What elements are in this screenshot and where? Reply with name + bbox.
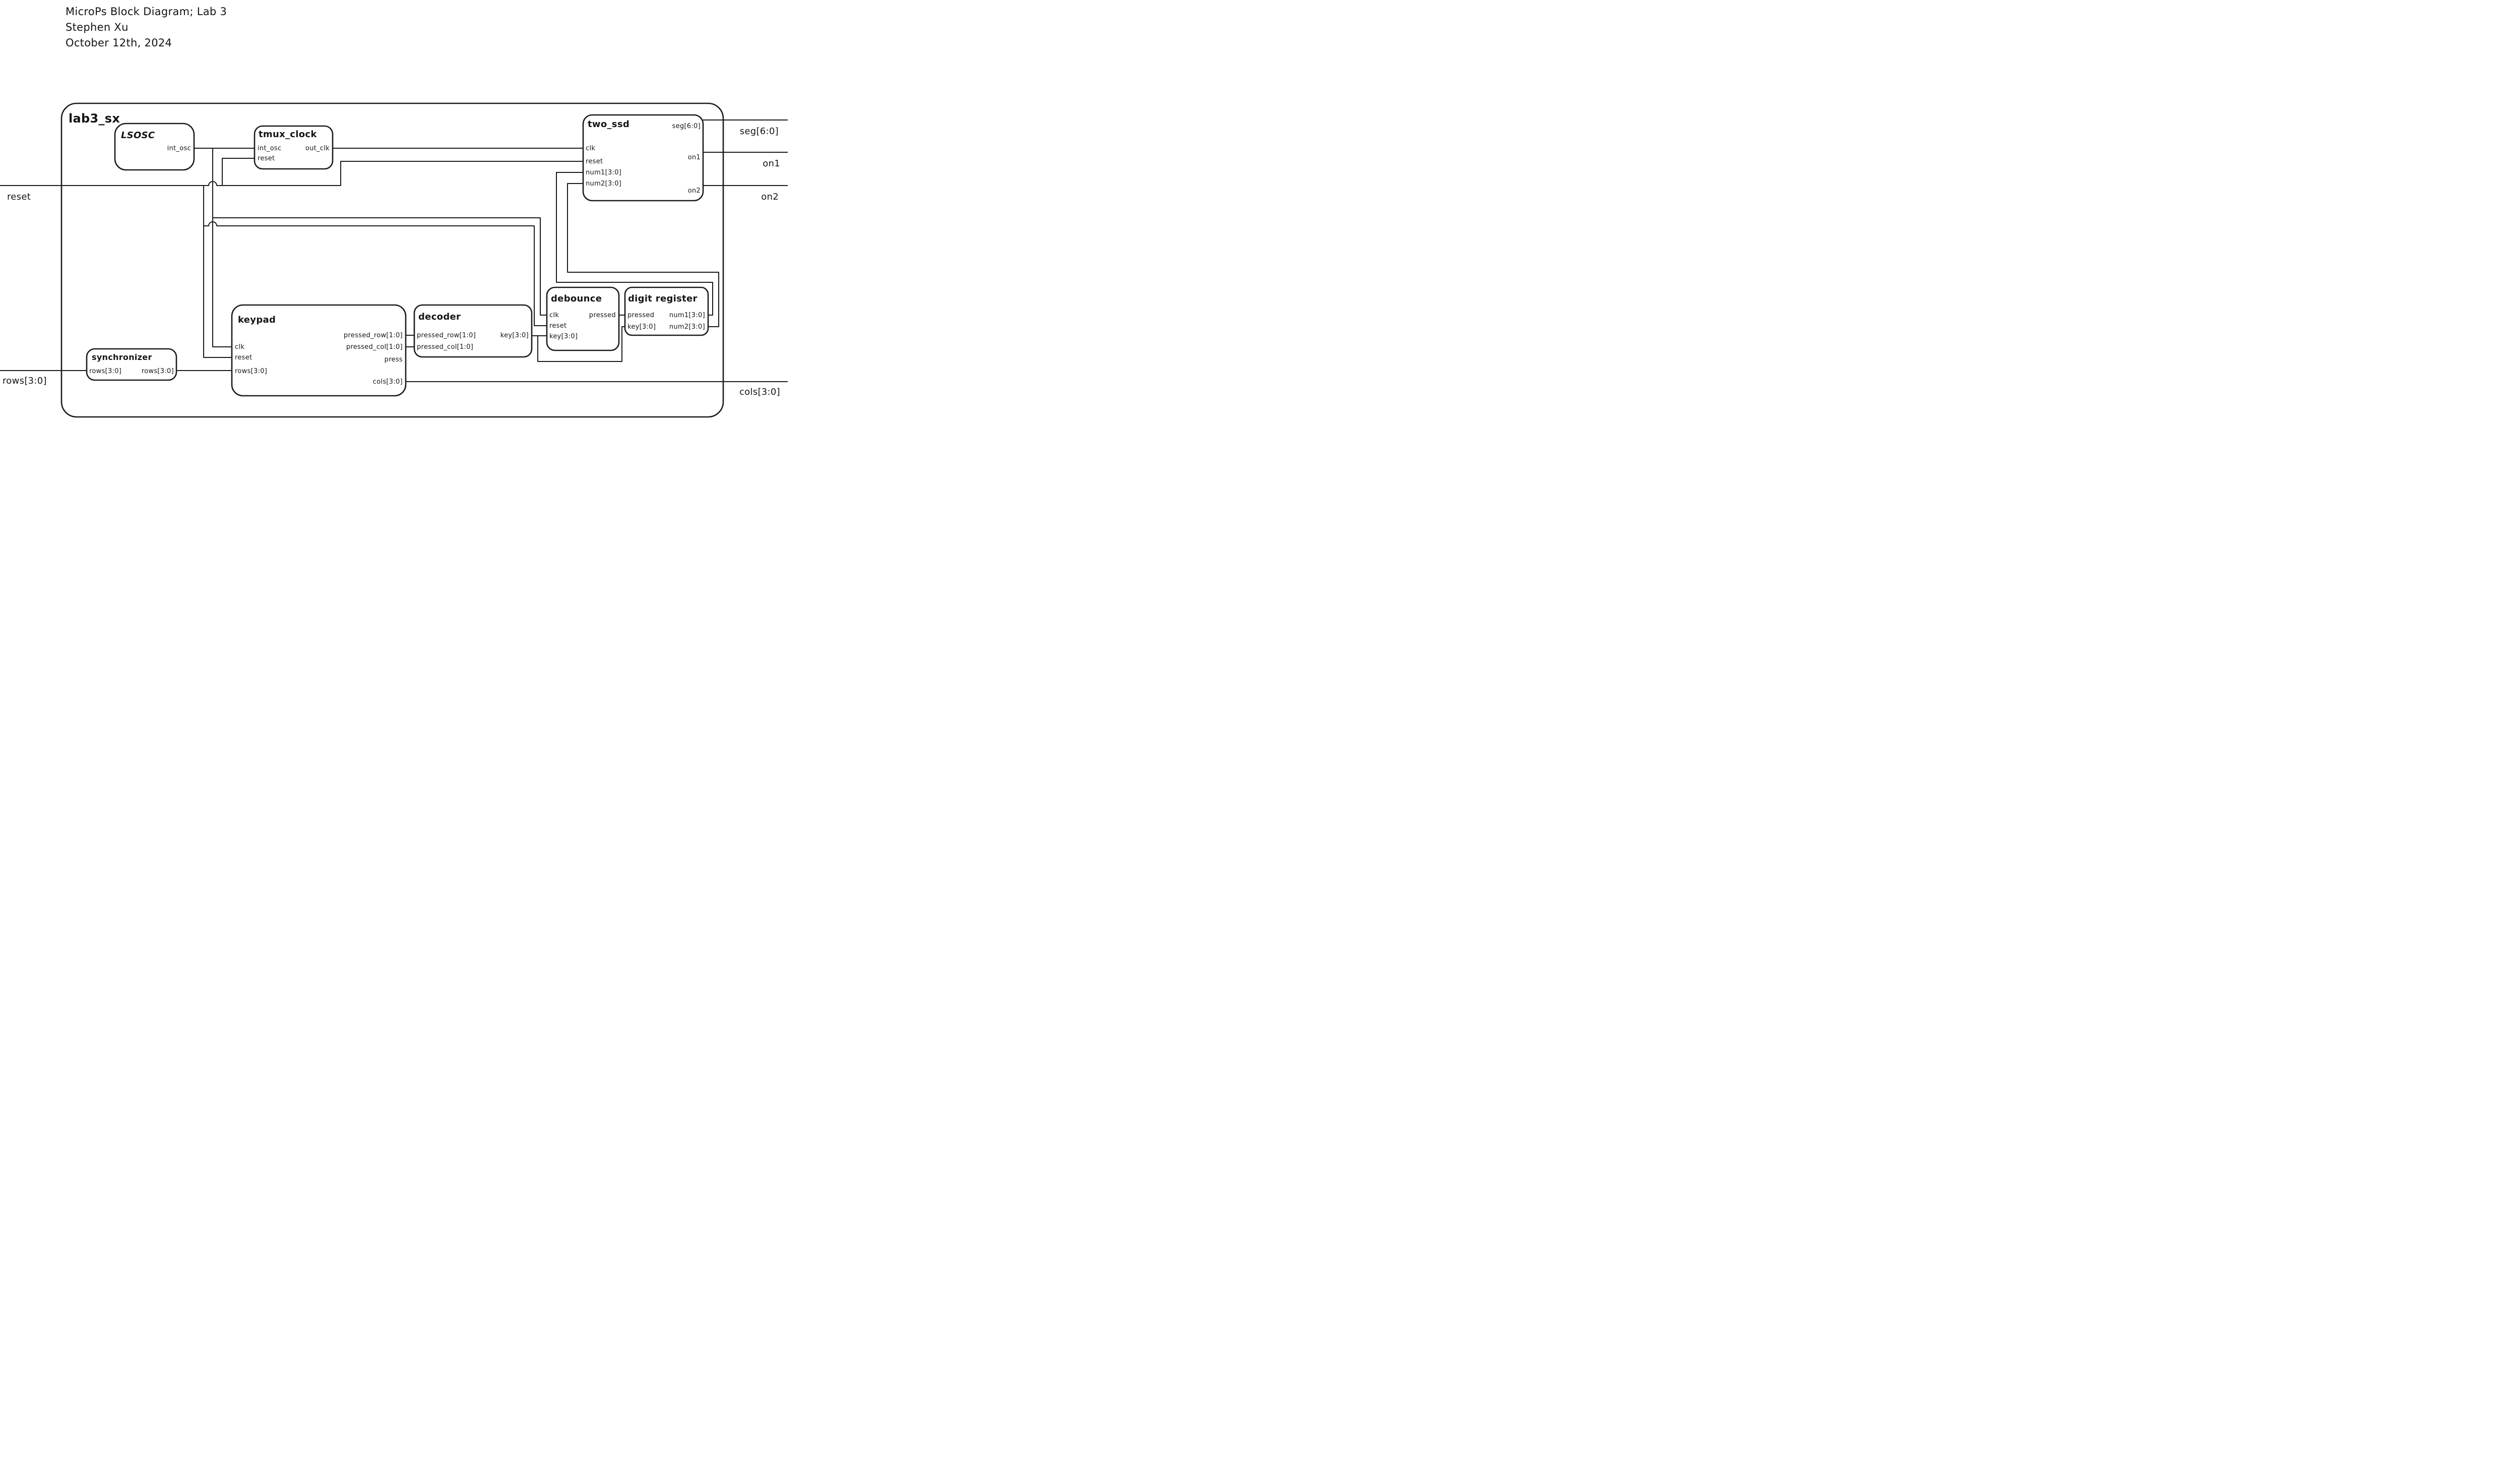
port-debounce-pressed: pressed xyxy=(589,312,616,319)
block-decoder: decoder pressed_row[1:0] pressed_col[1:0… xyxy=(413,304,533,358)
block-lsosc-label: LSOSC xyxy=(121,130,155,141)
external-port-label-reset: reset xyxy=(7,192,31,202)
block-two-ssd: two_ssd clk reset num1[3:0] num2[3:0] se… xyxy=(582,114,704,202)
module-container-label: lab3_sx xyxy=(69,111,120,126)
port-tmux-clock-reset: reset xyxy=(258,155,275,162)
document-header: MicroPs Block Diagram; Lab 3 Stephen Xu … xyxy=(66,6,227,49)
block-digit-register-box xyxy=(624,286,709,336)
port-two-ssd-reset: reset xyxy=(586,158,603,165)
block-tmux-clock: tmux_clock int_osc reset out_clk xyxy=(254,125,334,170)
port-debounce-key: key[3:0] xyxy=(549,333,578,340)
port-keypad-clk: clk xyxy=(235,343,244,351)
block-synchronizer-label: synchronizer xyxy=(92,352,152,362)
external-port-label-cols: cols[3:0] xyxy=(739,387,780,397)
block-lsosc-box xyxy=(114,123,195,171)
block-synchronizer: synchronizer rows[3:0] rows[3:0] xyxy=(86,348,177,381)
port-digit-register-key: key[3:0] xyxy=(627,323,656,331)
port-keypad-rows: rows[3:0] xyxy=(235,368,267,375)
block-synchronizer-box xyxy=(86,348,177,381)
wire-clock-branch-debounce-clk xyxy=(212,217,547,316)
block-two-ssd-label: two_ssd xyxy=(588,119,629,130)
wire-num2 xyxy=(567,183,719,327)
block-diagram-canvas: MicroPs Block Diagram; Lab 3 Stephen Xu … xyxy=(0,6,788,418)
port-synchronizer-rows-in: rows[3:0] xyxy=(89,368,121,375)
port-keypad-pressed-col: pressed_col[1:0] xyxy=(346,343,403,351)
external-port-label-seg: seg[6:0] xyxy=(740,126,779,137)
port-keypad-press: press xyxy=(385,356,403,363)
port-two-ssd-on1: on1 xyxy=(688,154,701,161)
external-port-label-on1: on1 xyxy=(763,158,780,169)
doc-author: Stephen Xu xyxy=(66,21,129,33)
port-synchronizer-rows-out: rows[3:0] xyxy=(142,368,174,375)
port-debounce-reset: reset xyxy=(549,322,566,330)
port-tmux-clock-int-osc: int_osc xyxy=(258,145,281,152)
port-digit-register-pressed: pressed xyxy=(627,312,654,319)
block-debounce-label: debounce xyxy=(551,293,602,304)
port-decoder-key: key[3:0] xyxy=(500,332,529,339)
wire-num1 xyxy=(556,172,713,316)
doc-date: October 12th, 2024 xyxy=(66,37,172,49)
port-keypad-reset: reset xyxy=(235,354,252,361)
port-two-ssd-clk: clk xyxy=(586,145,595,152)
module-container xyxy=(60,102,724,418)
block-debounce: debounce clk reset key[3:0] pressed xyxy=(546,286,620,351)
block-digit-register-label: digit register xyxy=(628,293,698,304)
wires xyxy=(0,119,788,382)
port-keypad-cols: cols[3:0] xyxy=(373,378,403,386)
block-digit-register: digit register pressed key[3:0] num1[3:0… xyxy=(624,286,709,336)
port-digit-register-num2: num2[3:0] xyxy=(669,323,705,331)
wire-reset-tmux xyxy=(222,158,255,186)
wire-clock-rail-keypad-clk xyxy=(212,148,232,347)
external-port-label-rows: rows[3:0] xyxy=(3,376,47,386)
block-decoder-box xyxy=(413,304,533,358)
wire-reset-main xyxy=(0,161,584,186)
port-digit-register-num1: num1[3:0] xyxy=(669,312,705,319)
wire-key-branch-digit-register xyxy=(537,326,625,362)
port-decoder-pressed-col: pressed_col[1:0] xyxy=(417,343,473,351)
wire-reset-branch-debounce xyxy=(203,221,547,326)
port-two-ssd-seg: seg[6:0] xyxy=(672,123,701,130)
wire-reset-rail-keypad xyxy=(203,185,232,358)
block-keypad-label: keypad xyxy=(238,315,276,325)
port-two-ssd-on2: on2 xyxy=(688,187,701,195)
port-two-ssd-num2: num2[3:0] xyxy=(586,180,621,188)
port-lsosc-int-osc: int_osc xyxy=(167,145,191,152)
block-decoder-label: decoder xyxy=(418,312,461,322)
port-keypad-pressed-row: pressed_row[1:0] xyxy=(344,332,403,339)
port-two-ssd-num1: num1[3:0] xyxy=(586,169,621,176)
block-lsosc: LSOSC int_osc xyxy=(114,123,195,171)
port-debounce-clk: clk xyxy=(549,312,559,319)
external-port-label-on2: on2 xyxy=(761,192,779,202)
block-keypad-box xyxy=(231,304,407,397)
port-decoder-pressed-row: pressed_row[1:0] xyxy=(417,332,476,339)
block-tmux-clock-box xyxy=(254,125,334,170)
block-debounce-box xyxy=(546,286,620,351)
external-port-labels: reset rows[3:0] seg[6:0] on1 on2 cols[3:… xyxy=(3,126,780,397)
block-keypad: keypad clk reset rows[3:0] pressed_row[1… xyxy=(231,304,407,397)
diagram-page: MicroPs Block Diagram; Lab 3 Stephen Xu … xyxy=(0,0,788,420)
port-tmux-clock-out-clk: out_clk xyxy=(305,145,330,152)
doc-title: MicroPs Block Diagram; Lab 3 xyxy=(66,6,227,18)
block-two-ssd-box xyxy=(582,114,704,202)
block-tmux-clock-label: tmux_clock xyxy=(259,129,317,140)
